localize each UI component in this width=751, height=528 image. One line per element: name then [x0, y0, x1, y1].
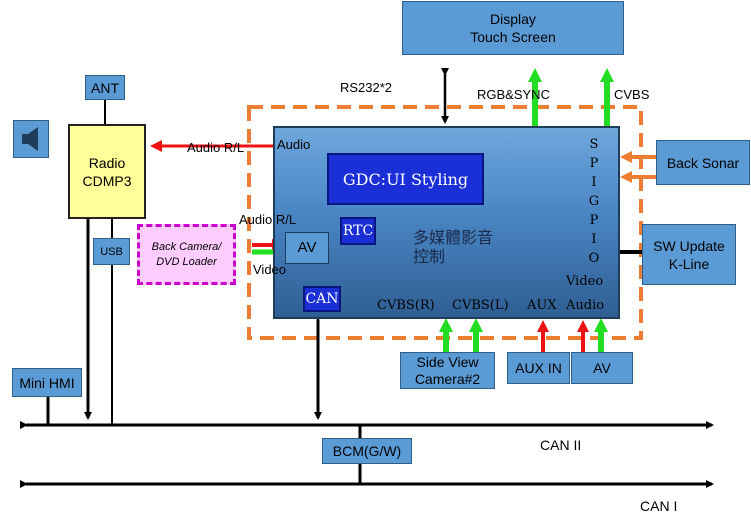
antenna-box: ANT: [85, 75, 125, 100]
back-camera-dvd-loader-box: Back Camera/ DVD Loader: [137, 224, 236, 285]
audio-rl-output-label: Audio R/L: [187, 140, 245, 155]
antenna-wire: [104, 100, 106, 124]
av-input-box: AV: [285, 232, 329, 264]
radio-cdmp3-box: Radio CDMP3: [68, 124, 146, 219]
cvbs-r-label: CVBS(R): [377, 298, 435, 313]
display-touch-screen-box: Display Touch Screen: [402, 1, 624, 55]
cvbs-label: CVBS: [614, 87, 650, 102]
sw-update-kline-box: SW Update K-Line: [642, 224, 736, 285]
mini-hmi-box: Mini HMI: [12, 368, 82, 397]
audio-rl-input-label: Audio R/L: [239, 212, 297, 227]
multimedia-control-text: 多媒體影音 控制: [413, 228, 494, 266]
bcm-gateway-box: BCM(G/W): [322, 438, 412, 464]
video-input-label: Video: [253, 262, 287, 277]
back-sonar-box: Back Sonar: [656, 140, 750, 185]
rs232-label: RS232*2: [340, 80, 393, 95]
rgb-sync-label: RGB&SYNC: [477, 87, 550, 102]
audio-right-label: Audio: [566, 298, 605, 313]
speaker-icon: [13, 120, 49, 158]
usb-box: USB: [93, 238, 130, 265]
audio-label: Audio: [277, 137, 311, 152]
can1-label: CAN I: [640, 498, 678, 514]
can2-label: CAN II: [540, 437, 582, 453]
rtc-chip: RTC: [340, 217, 376, 245]
video-right-label: Video: [566, 274, 604, 289]
side-view-camera-box: Side View Camera#2: [400, 352, 495, 389]
ui-styling-chip: GDC:UI Styling: [327, 153, 484, 205]
can-chip: CAN: [303, 286, 341, 312]
aux-label: AUX: [527, 298, 557, 313]
cvbs-l-label: CVBS(L): [452, 298, 509, 313]
av-external-box: AV: [571, 352, 633, 384]
spi-gpio-label: S P I G P I O: [588, 137, 600, 266]
aux-in-box: AUX IN: [507, 352, 570, 384]
